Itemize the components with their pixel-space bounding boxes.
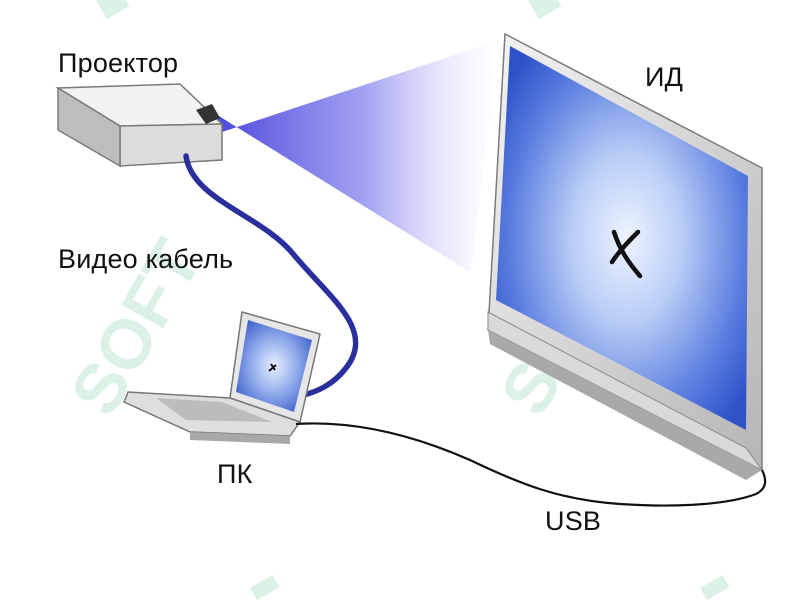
projector-lens [196, 104, 220, 124]
board-screen [496, 46, 748, 430]
video-cable-label: Видео кабель [58, 244, 234, 274]
board-tray-shadow [488, 330, 762, 480]
projector-label: Проектор [58, 48, 179, 78]
projector-front [119, 123, 223, 167]
watermark-mark [96, 0, 130, 20]
usb-label: USB [545, 506, 602, 536]
projector-device-icon [55, 83, 224, 168]
board-label: ИД [645, 62, 684, 92]
cross-cursor-icon [609, 229, 643, 279]
watermark-mark [528, 0, 562, 20]
usb-cable [295, 422, 767, 507]
pc-label: ПК [217, 459, 253, 489]
watermark-mark [700, 575, 730, 600]
laptop-base-edge [190, 432, 290, 444]
cross-cursor-icon [268, 363, 277, 372]
watermark-mark [249, 575, 280, 600]
projector-beam [206, 40, 500, 272]
laptop-icon [123, 311, 321, 444]
projector-side [57, 86, 121, 168]
video-cable [183, 153, 359, 399]
laptop-keyboard [156, 398, 272, 422]
